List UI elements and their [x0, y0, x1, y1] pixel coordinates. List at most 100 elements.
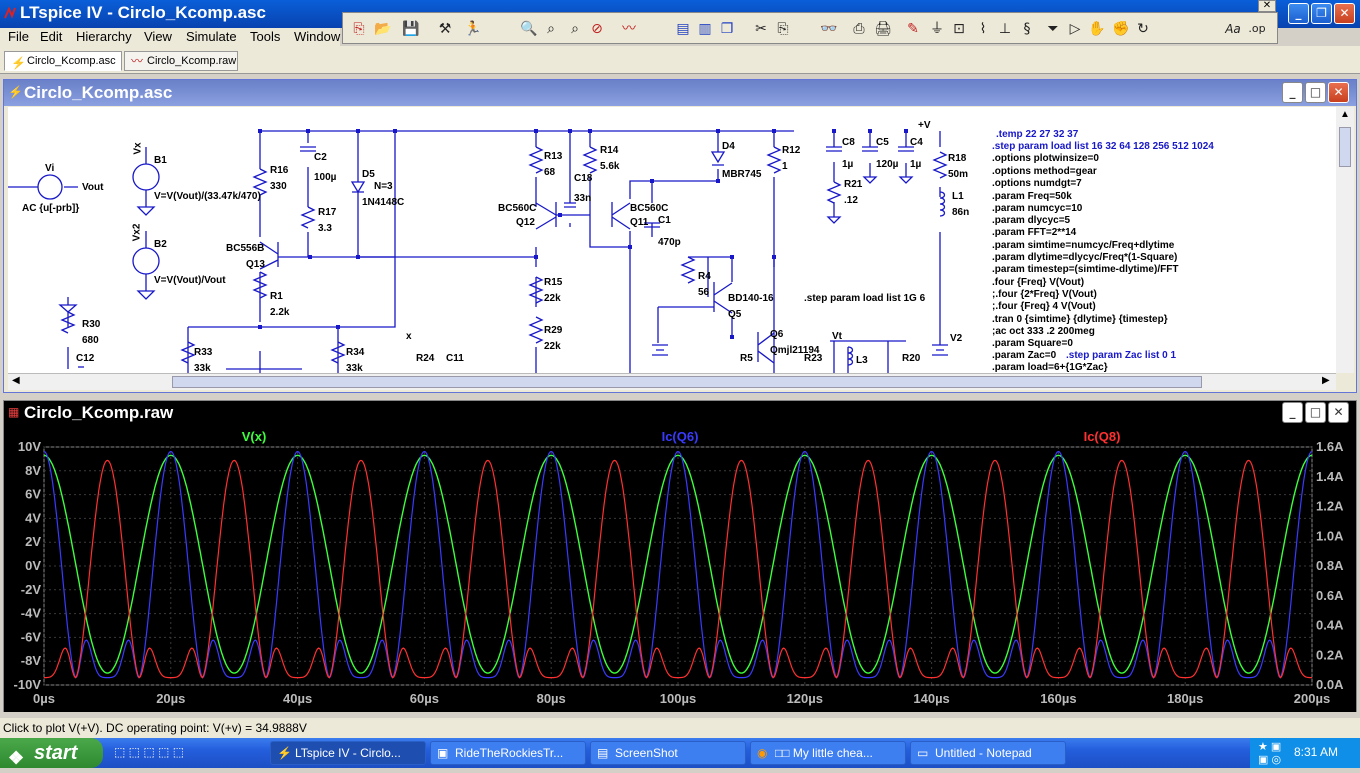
- taskbar-item-ltspice[interactable]: ⚡ LTspice IV - Circlo...: [270, 741, 426, 765]
- toolbar-close-button[interactable]: ✕: [1258, 0, 1276, 12]
- zoom-in-icon[interactable]: 🔍: [520, 21, 538, 37]
- text-icon[interactable]: Aa: [1225, 22, 1241, 36]
- print-icon[interactable]: 🖨: [874, 21, 892, 37]
- wire-icon[interactable]: ✎: [907, 21, 919, 37]
- cut-icon[interactable]: ✂: [755, 21, 767, 37]
- waveform-close-button[interactable]: ✕: [1328, 402, 1349, 423]
- save-icon[interactable]: 💾: [402, 21, 420, 37]
- component-icon[interactable]: ▷: [1069, 21, 1081, 37]
- scroll-left-icon[interactable]: ◀: [12, 375, 20, 386]
- menu-edit[interactable]: Edit: [40, 29, 63, 44]
- plot-icon[interactable]: 〰: [622, 21, 636, 37]
- run-icon[interactable]: 🏃: [464, 21, 482, 37]
- zoom-out-icon[interactable]: ⌕: [571, 21, 579, 37]
- label-icon[interactable]: ⊡: [953, 21, 965, 37]
- q6-label: Q6: [770, 329, 784, 340]
- r17-label: R17: [318, 207, 337, 218]
- tile-v-icon[interactable]: ▥: [698, 21, 712, 37]
- r24-label: R24: [416, 353, 435, 364]
- resistor-icon[interactable]: ⌇: [979, 21, 987, 37]
- taskbar-item-rockies[interactable]: ▣ RideTheRockiesTr...: [430, 741, 586, 765]
- redo-icon[interactable]: ↻: [1137, 21, 1149, 37]
- undo-print-icon[interactable]: ⎙: [853, 21, 865, 37]
- capacitor-icon[interactable]: ⊥: [998, 21, 1012, 37]
- y-left-tick-label: -8V: [21, 653, 42, 668]
- move-icon[interactable]: ✋: [1088, 21, 1106, 37]
- schematic-horizontal-scrollbar[interactable]: ◀ ▶: [8, 373, 1336, 390]
- r1-label: R1: [270, 291, 283, 302]
- drag-icon[interactable]: ✊: [1112, 21, 1130, 37]
- series-legend-1: V(x): [242, 429, 267, 444]
- quicklaunch-icon[interactable]: ⬚ ⬚ ⬚ ⬚ ⬚: [114, 745, 185, 759]
- taskbar-item-browser[interactable]: ◉ □□ My little chea...: [750, 741, 906, 765]
- schematic-maximize-button[interactable]: □: [1305, 82, 1326, 103]
- maximize-button[interactable]: ❐: [1311, 3, 1332, 24]
- x-node-label: x: [406, 331, 412, 342]
- y-left-tick-label: 10V: [18, 439, 41, 454]
- c5-value: 120µ: [876, 159, 899, 170]
- x-tick-label: 60µs: [410, 691, 439, 706]
- q13-label: Q13: [246, 259, 265, 270]
- find-icon[interactable]: 👓: [820, 21, 838, 37]
- menu-simulate[interactable]: Simulate: [186, 29, 237, 44]
- schematic-canvas[interactable]: Vi Vout AC {u[-prb]} Vx B1 V=V(Vout)/(33…: [8, 107, 1336, 373]
- directive-9: .param dlytime=dlycyc/Freq*(1-Square): [992, 252, 1178, 263]
- r1-value: 2.2k: [270, 307, 290, 318]
- r21-label: R21: [844, 179, 863, 190]
- r14-label: R14: [600, 145, 619, 156]
- start-button[interactable]: ❖ start: [0, 738, 103, 768]
- y-right-tick-label: 1.6A: [1316, 439, 1344, 454]
- r12-label: R12: [782, 145, 801, 156]
- step-load-directive: .step param load list 1G 6: [804, 293, 926, 304]
- scroll-right-icon[interactable]: ▶: [1322, 375, 1330, 386]
- hscroll-thumb[interactable]: [172, 376, 1202, 388]
- taskbar-item-screenshot[interactable]: ▤ ScreenShot: [590, 741, 746, 765]
- y-left-tick-label: 2V: [25, 534, 41, 549]
- directive-8: .param simtime=numcyc/Freq+dlytime: [992, 240, 1175, 251]
- waveform-minimize-button[interactable]: _: [1282, 402, 1303, 423]
- schematic-close-button[interactable]: ✕: [1328, 82, 1349, 103]
- ground-icon[interactable]: ⏚: [930, 21, 944, 37]
- cascade-icon[interactable]: ❐: [720, 21, 734, 37]
- tab-schematic[interactable]: ⚡ Circlo_Kcomp.asc: [4, 51, 122, 71]
- close-button[interactable]: ✕: [1334, 3, 1355, 24]
- schematic-wires: [8, 129, 948, 373]
- open-icon[interactable]: 📂: [374, 21, 392, 37]
- tray-icons[interactable]: ★ ▣▣ ◎: [1258, 741, 1282, 766]
- directive-2: .options method=gear: [992, 166, 1097, 177]
- tab-waveform[interactable]: 〰 Circlo_Kcomp.raw: [124, 51, 238, 71]
- x-tick-label: 180µs: [1167, 691, 1203, 706]
- q12-model: BC560C: [498, 203, 537, 214]
- minimize-button[interactable]: _: [1288, 3, 1309, 24]
- zoom-pan-icon[interactable]: ⌕: [547, 21, 555, 37]
- new-schematic-icon[interactable]: ⎘: [353, 21, 365, 37]
- menu-window[interactable]: Window: [294, 29, 341, 44]
- waveform-maximize-button[interactable]: □: [1305, 402, 1326, 423]
- diode-icon[interactable]: ⏷: [1047, 21, 1059, 37]
- schematic-vertical-scrollbar[interactable]: ▲: [1336, 107, 1354, 373]
- inductor-icon[interactable]: §: [1023, 21, 1031, 37]
- directive-16: .param Square=0: [992, 338, 1073, 349]
- vi-label: Vi: [45, 163, 55, 174]
- vout-label: Vout: [82, 182, 104, 193]
- menu-view[interactable]: View: [144, 29, 172, 44]
- y-right-tick-label: 1.4A: [1316, 469, 1344, 484]
- copy-icon[interactable]: ⎘: [777, 21, 789, 37]
- menu-hierarchy[interactable]: Hierarchy: [76, 29, 132, 44]
- clock: 8:31 AM: [1294, 745, 1339, 759]
- vscroll-thumb[interactable]: [1339, 127, 1351, 167]
- document-task-icon: ▣: [437, 746, 449, 760]
- menu-tools[interactable]: Tools: [250, 29, 281, 44]
- menu-file[interactable]: File: [8, 29, 29, 44]
- zoom-cancel-icon[interactable]: ⊘: [591, 21, 603, 37]
- taskbar-item-notepad[interactable]: ▭ Untitled - Notepad: [910, 741, 1066, 765]
- b2-value: V=V(Vout)/Vout: [154, 275, 226, 286]
- control-panel-icon[interactable]: ⚒: [438, 21, 452, 37]
- schematic-minimize-button[interactable]: _: [1282, 82, 1303, 103]
- spice-directive-icon[interactable]: .op: [1248, 22, 1266, 35]
- scroll-up-icon[interactable]: ▲: [1340, 109, 1350, 120]
- r21-value: .12: [844, 195, 858, 206]
- tile-h-icon[interactable]: ▤: [676, 21, 690, 37]
